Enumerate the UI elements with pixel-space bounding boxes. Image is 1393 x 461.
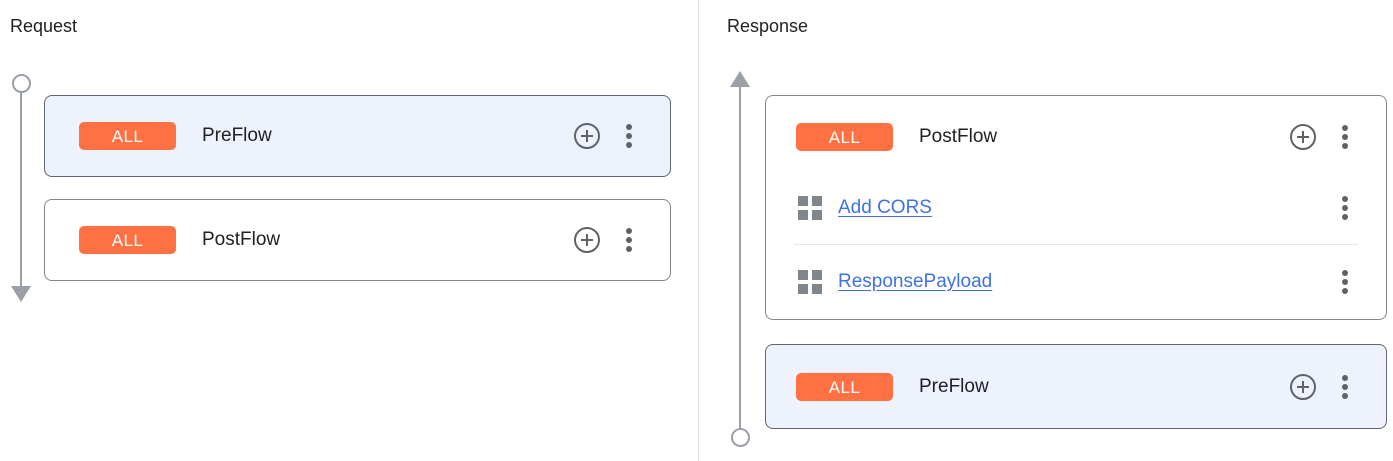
flow-header-row[interactable]: ALL PostFlow	[766, 112, 1386, 162]
more-vert-icon[interactable]	[1334, 195, 1356, 221]
policy-grid-icon	[798, 270, 822, 294]
more-vert-icon[interactable]	[1334, 374, 1356, 400]
panel-divider	[698, 0, 699, 461]
method-badge: ALL	[796, 373, 893, 401]
policy-divider	[794, 244, 1358, 245]
method-badge: ALL	[79, 122, 176, 150]
flow-name-label: PreFlow	[919, 376, 989, 397]
policy-grid-icon	[798, 196, 822, 220]
response-rail-end-circle-icon	[731, 428, 750, 447]
request-preflow-card[interactable]: ALL PreFlow	[44, 95, 671, 177]
response-preflow-card[interactable]: ALL PreFlow	[765, 344, 1387, 429]
more-vert-icon[interactable]	[618, 227, 640, 253]
request-rail-start-circle-icon	[12, 74, 31, 93]
request-rail-line	[20, 92, 22, 286]
more-vert-icon[interactable]	[618, 123, 640, 149]
add-policy-icon[interactable]	[1290, 124, 1316, 150]
policy-link[interactable]: Add CORS	[838, 197, 932, 218]
flow-name-label: PostFlow	[919, 126, 998, 147]
add-policy-icon[interactable]	[574, 123, 600, 149]
request-rail-arrow-down-icon	[11, 286, 31, 302]
add-policy-icon[interactable]	[574, 227, 600, 253]
response-rail-line	[739, 86, 741, 428]
response-postflow-card[interactable]: ALL PostFlow Add CORS	[765, 95, 1387, 320]
flow-header-row[interactable]: ALL PreFlow	[45, 111, 670, 161]
more-vert-icon[interactable]	[1334, 124, 1356, 150]
policy-row[interactable]: Add CORS	[766, 184, 1386, 232]
flow-header-row[interactable]: ALL PreFlow	[766, 362, 1386, 412]
response-rail-arrow-up-icon	[730, 71, 750, 87]
flow-name-label: PreFlow	[202, 125, 272, 146]
request-panel-heading: Request	[10, 16, 78, 36]
flow-name-label: PostFlow	[202, 229, 281, 250]
request-postflow-card[interactable]: ALL PostFlow	[44, 199, 671, 281]
more-vert-icon[interactable]	[1334, 269, 1356, 295]
response-panel-heading: Response	[727, 16, 809, 36]
policy-row[interactable]: ResponsePayload	[766, 258, 1386, 306]
method-badge: ALL	[796, 123, 893, 151]
flow-header-row[interactable]: ALL PostFlow	[45, 215, 670, 265]
method-badge: ALL	[79, 226, 176, 254]
policy-link[interactable]: ResponsePayload	[838, 271, 993, 292]
add-policy-icon[interactable]	[1290, 374, 1316, 400]
